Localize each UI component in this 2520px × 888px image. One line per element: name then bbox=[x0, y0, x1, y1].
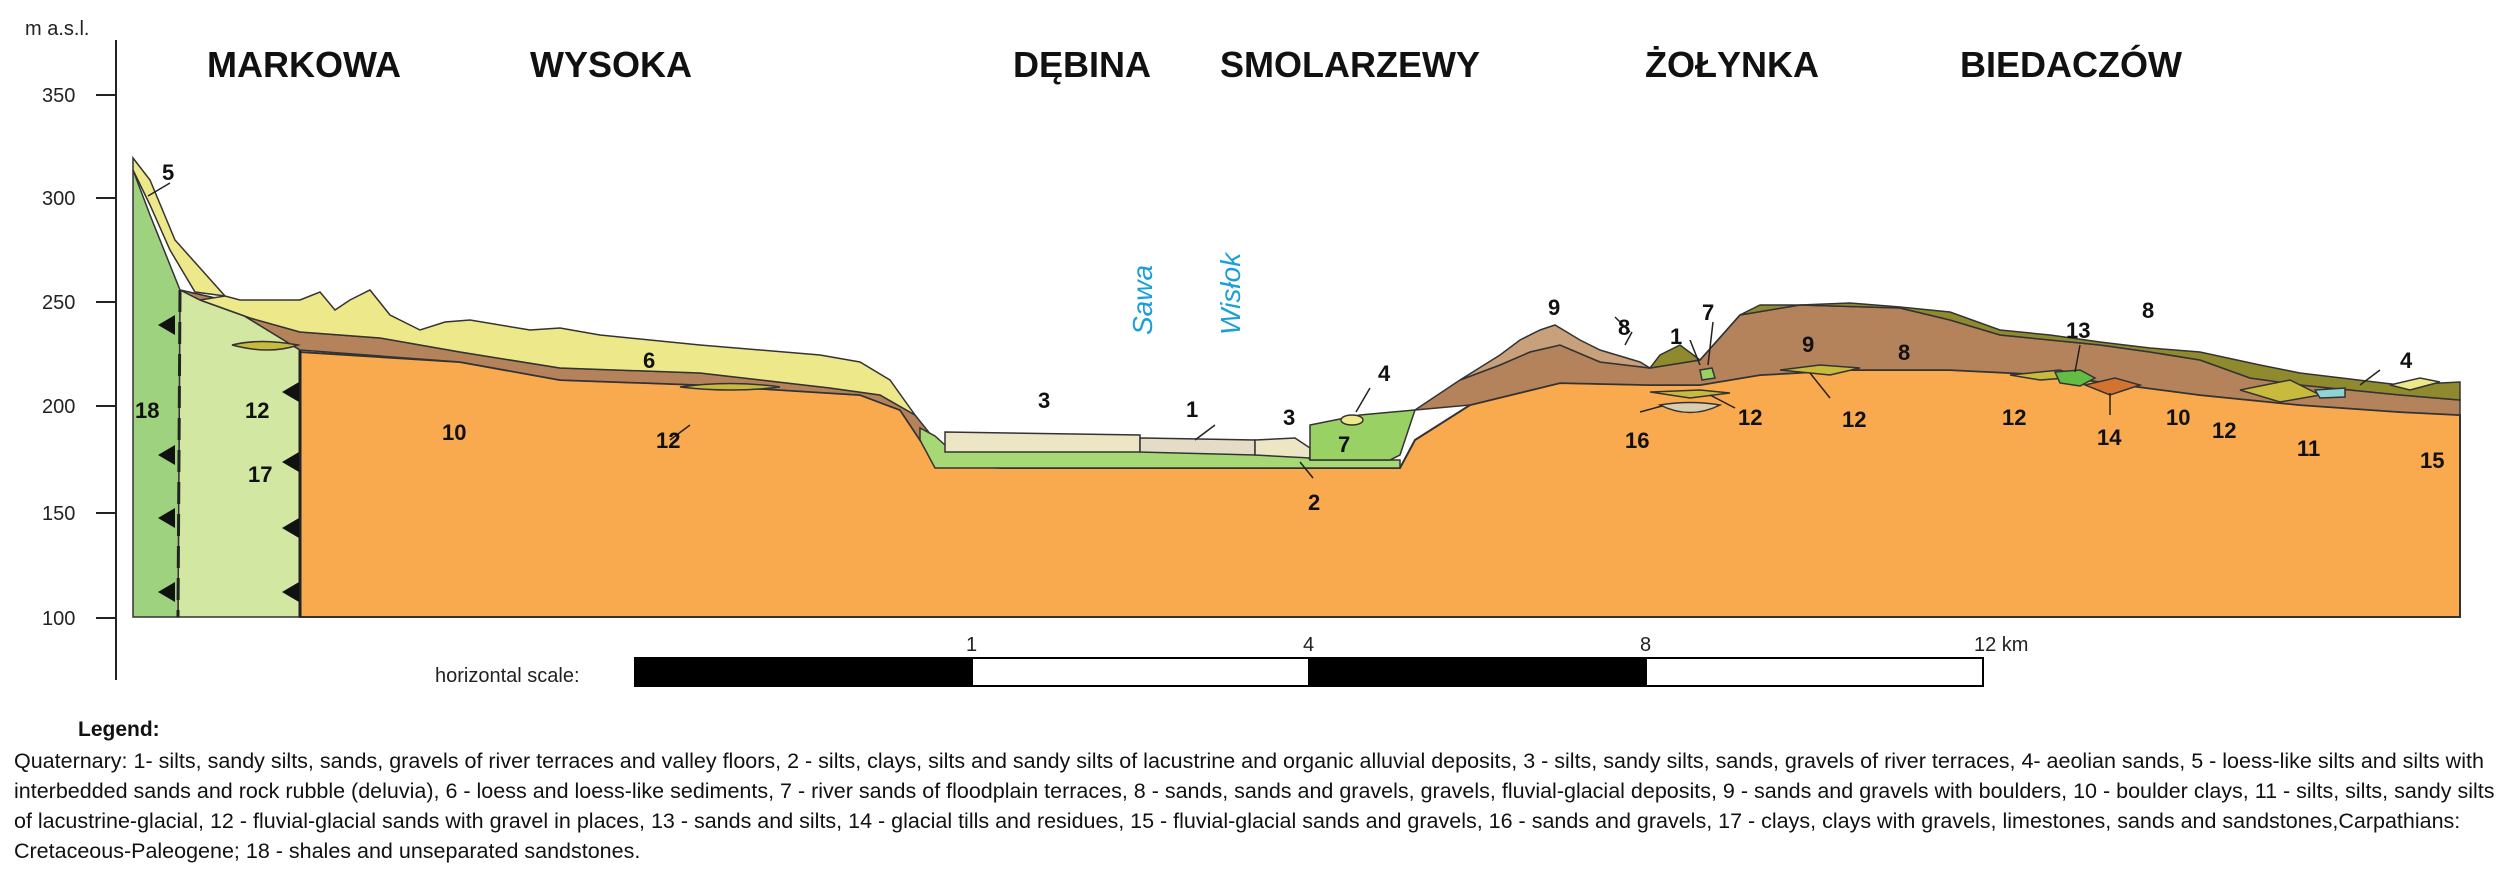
label-12: 12 bbox=[2002, 405, 2026, 430]
place-wysoka: WYSOKA bbox=[530, 44, 692, 85]
label-9: 9 bbox=[1802, 332, 1814, 357]
unit-4-west bbox=[1340, 414, 1364, 426]
label-12: 12 bbox=[245, 398, 269, 423]
unit-12-west-b bbox=[679, 382, 781, 391]
unit-3-east bbox=[1254, 437, 1311, 459]
scale-tick-12km: 12 km bbox=[1974, 634, 2028, 656]
unit-12-west-a bbox=[231, 340, 301, 351]
label-18: 18 bbox=[135, 398, 159, 423]
unit-12-east-a bbox=[1649, 389, 1731, 399]
unit-7-floodplain bbox=[1309, 409, 1417, 461]
label-2: 2 bbox=[1308, 490, 1320, 515]
unit-1-valley bbox=[1139, 437, 1256, 456]
label-1: 1 bbox=[1670, 324, 1682, 349]
scale-label: horizontal scale: bbox=[435, 665, 580, 687]
cross-section-svg: m a.s.l. 350 300 250 200 150 100 bbox=[25, 18, 2461, 687]
label-12: 12 bbox=[1842, 407, 1866, 432]
label-leaders bbox=[147, 182, 2381, 479]
label-6: 6 bbox=[643, 348, 655, 373]
y-tick-200: 200 bbox=[42, 396, 75, 418]
place-names: MARKOWA WYSOKA DĘBINA SMOLARZEWY ŻOŁYNKA… bbox=[207, 43, 2182, 85]
label-5: 5 bbox=[162, 160, 174, 185]
label-1: 1 bbox=[1186, 397, 1198, 422]
place-smolarzewy: SMOLARZEWY bbox=[1220, 44, 1480, 85]
label-8: 8 bbox=[1898, 340, 1910, 365]
river-sawa: Sawa bbox=[1127, 265, 1158, 335]
unit-numbers: 5 18 12 17 10 6 12 3 1 3 2 4 7 9 8 1 7 9… bbox=[135, 160, 2444, 515]
unit-5 bbox=[132, 155, 227, 298]
label-10: 10 bbox=[442, 420, 466, 445]
river-wislok: Wisłok bbox=[1215, 251, 1246, 335]
label-13: 13 bbox=[2066, 318, 2090, 343]
label-7: 7 bbox=[1338, 432, 1350, 457]
label-8: 8 bbox=[2142, 298, 2154, 323]
place-biedaczow: BIEDACZÓW bbox=[1960, 43, 2182, 85]
y-axis-unit: m a.s.l. bbox=[25, 18, 89, 40]
place-debina: DĘBINA bbox=[1013, 44, 1151, 85]
unit-3-west bbox=[944, 431, 1141, 453]
label-10: 10 bbox=[2166, 405, 2190, 430]
unit-16 bbox=[1657, 401, 1723, 414]
unit-12-east-b bbox=[1779, 364, 1861, 376]
unit-6 bbox=[199, 289, 916, 416]
label-12: 12 bbox=[1738, 405, 1762, 430]
unit-7-east bbox=[1699, 367, 1716, 381]
y-tick-350: 350 bbox=[42, 85, 75, 107]
unit-bedrock bbox=[299, 350, 2461, 618]
label-11: 11 bbox=[2297, 436, 2320, 461]
label-12: 12 bbox=[656, 428, 680, 453]
legend-title: Legend: bbox=[78, 718, 160, 741]
label-4: 4 bbox=[2400, 348, 2413, 373]
label-9: 9 bbox=[1548, 295, 1560, 320]
label-15: 15 bbox=[2420, 448, 2444, 473]
label-12: 12 bbox=[2212, 418, 2236, 443]
label-7: 7 bbox=[1702, 300, 1714, 325]
scale-tick-4: 4 bbox=[1303, 634, 1314, 656]
thrust-markers bbox=[158, 315, 299, 602]
cross-section-figure: m a.s.l. 350 300 250 200 150 100 bbox=[25, 18, 2461, 687]
label-4: 4 bbox=[1378, 361, 1391, 386]
label-16: 16 bbox=[1625, 428, 1649, 453]
place-zolynka: ŻOŁYNKA bbox=[1645, 44, 1819, 85]
label-14: 14 bbox=[2097, 425, 2122, 450]
unit-8-east bbox=[1648, 302, 2461, 401]
scale-tick-1: 1 bbox=[966, 634, 977, 656]
label-8: 8 bbox=[1618, 315, 1630, 340]
scale-tick-8: 8 bbox=[1640, 634, 1651, 656]
y-tick-150: 150 bbox=[42, 503, 75, 525]
legend-text: Quaternary: 1- silts, sandy silts, sands… bbox=[14, 749, 2495, 863]
unit-14 bbox=[2082, 377, 2143, 396]
legend: Legend: Quaternary: 1- silts, sandy silt… bbox=[14, 718, 2510, 866]
label-3: 3 bbox=[1038, 388, 1050, 413]
y-tick-100: 100 bbox=[42, 608, 75, 630]
y-tick-250: 250 bbox=[42, 292, 75, 314]
unit-9-east bbox=[1459, 324, 1651, 381]
unit-11 bbox=[2313, 387, 2346, 399]
scale-bar: horizontal scale: 1 4 8 12 km bbox=[435, 634, 2028, 687]
label-3: 3 bbox=[1283, 405, 1295, 430]
label-17: 17 bbox=[248, 462, 272, 487]
unit-4-east bbox=[2389, 377, 2441, 391]
y-tick-300: 300 bbox=[42, 188, 75, 210]
y-axis: m a.s.l. 350 300 250 200 150 100 bbox=[25, 18, 117, 680]
place-markowa: MARKOWA bbox=[207, 44, 401, 85]
